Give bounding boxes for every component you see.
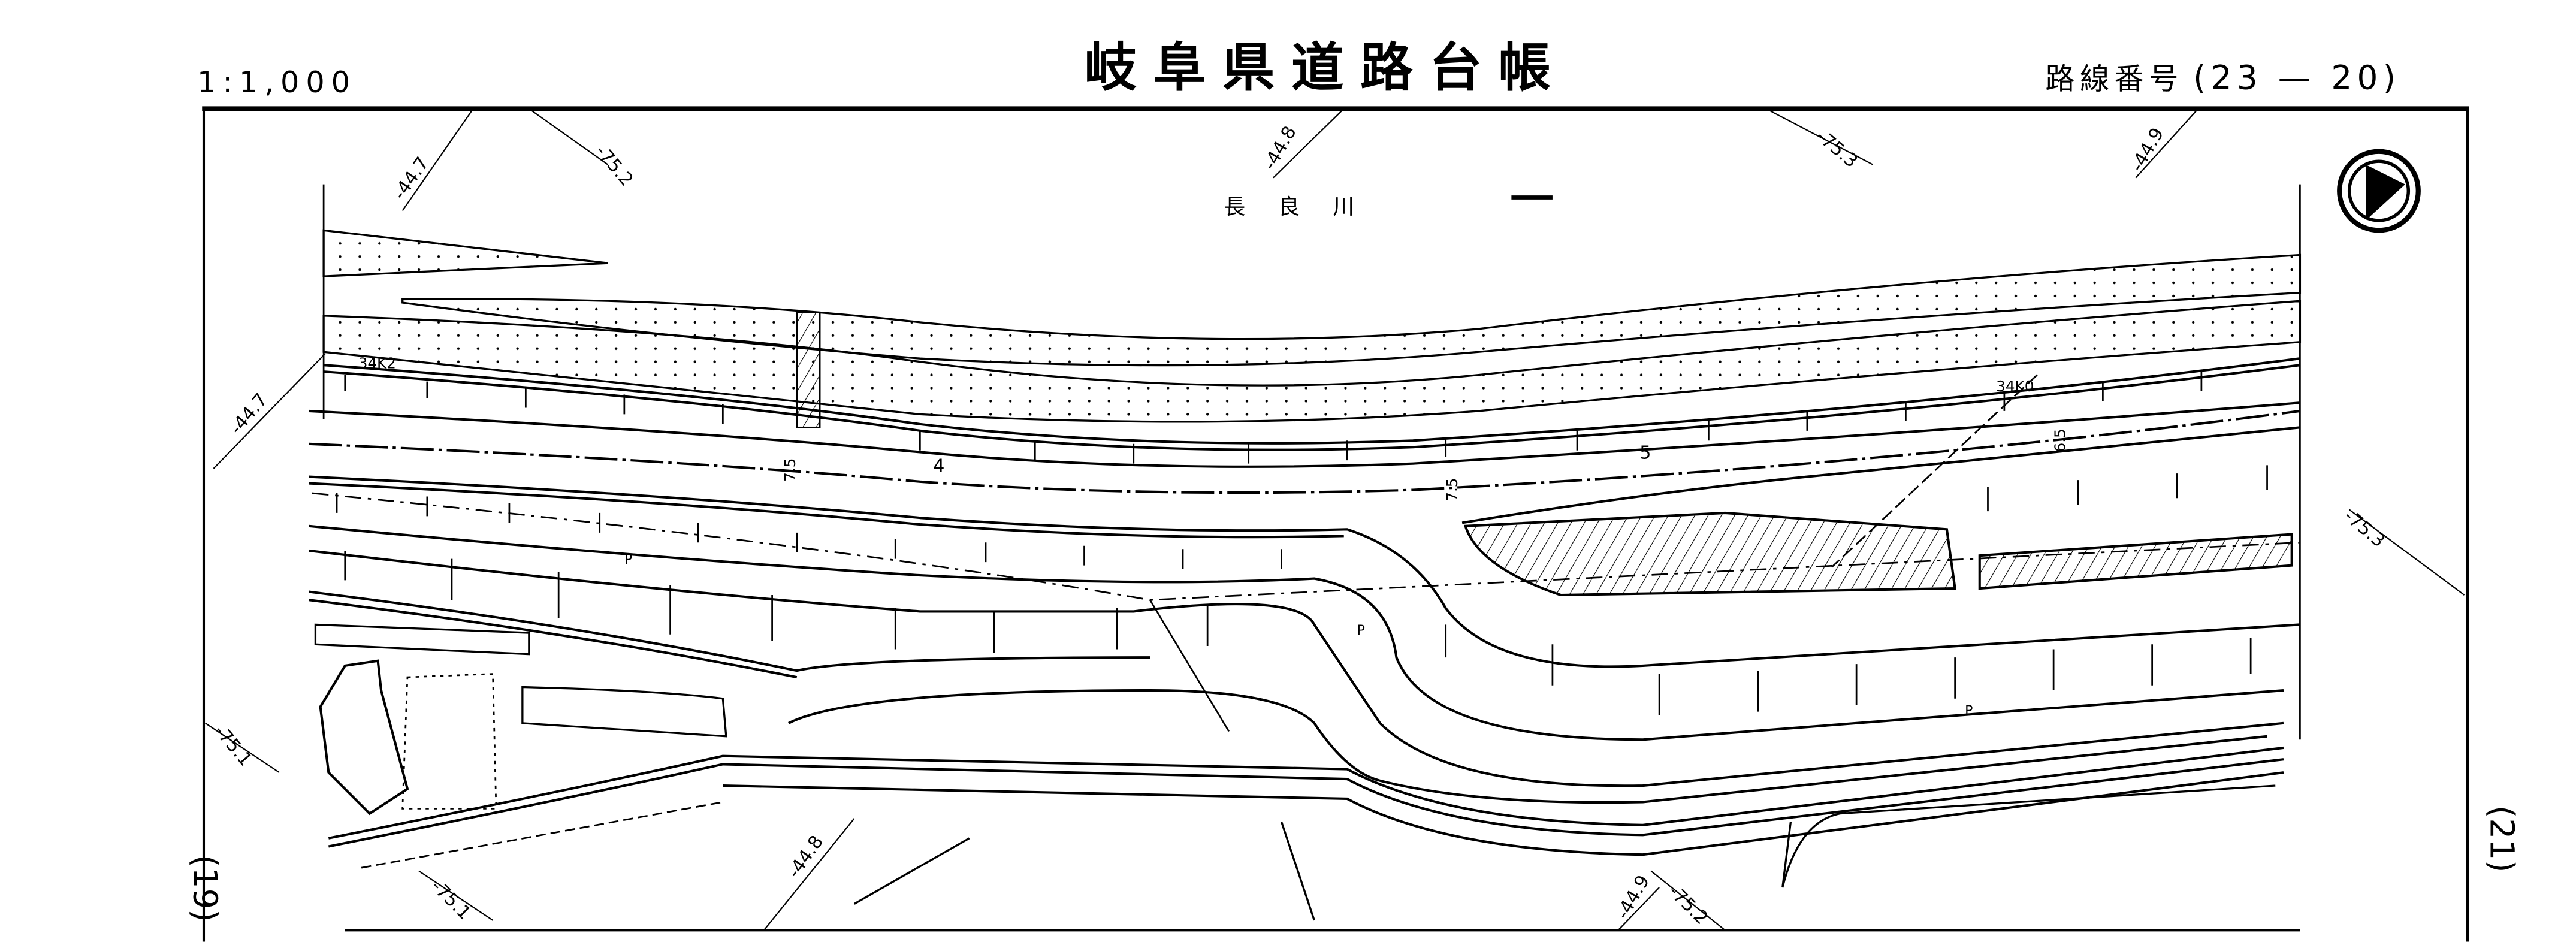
- scale-label: 1:1,000: [197, 65, 357, 99]
- road-edges: [309, 357, 2300, 856]
- width-label: 6.5: [2051, 428, 2068, 452]
- elevation-label: -75.2: [591, 141, 637, 190]
- boundary-line: [361, 801, 723, 869]
- hatched-area: [1463, 511, 1956, 597]
- elevation-label: -44.9: [1612, 872, 1654, 923]
- center-line: [312, 492, 2300, 601]
- width-label: 7.5: [781, 458, 799, 482]
- width-label: 7.5: [1443, 478, 1461, 502]
- hatched-area: [1978, 533, 2293, 590]
- parking-label: P: [624, 552, 632, 567]
- elevation-label: -44.7: [389, 153, 433, 204]
- parking-label: P: [1965, 704, 1973, 718]
- building-outline: [401, 673, 497, 810]
- station-label: 5: [1639, 442, 1651, 463]
- parking-label: P: [1357, 623, 1365, 638]
- elevation-label: -44.8: [784, 832, 828, 882]
- elevation-label: -44.8: [1259, 123, 1300, 174]
- boundary-line: [1831, 374, 2038, 568]
- elevation-labels: -44.7 -75.2 -44.8 -75.3 -44.9 -44.7 -75.…: [210, 123, 2388, 929]
- kilo-post-label: 34K2: [358, 355, 396, 372]
- elevation-label: -75.2: [1664, 881, 1712, 929]
- elevation-leader-lines: [205, 108, 2465, 931]
- river-name: 長 良 川: [1224, 195, 1367, 219]
- route-label: 路線番号: [2045, 62, 2183, 96]
- elevation-label: -75.3: [2340, 505, 2389, 551]
- riverbank-band: [322, 229, 608, 277]
- north-arrow-icon: [2337, 149, 2421, 233]
- lot-lines: [1280, 784, 2276, 921]
- building: [319, 659, 409, 816]
- riverbank-band: [401, 253, 2302, 367]
- page-title: 岐阜県道路台帳: [1085, 37, 1568, 98]
- elevation-label: -75.1: [210, 721, 256, 770]
- boundary-line: [1149, 599, 1230, 732]
- building: [314, 623, 530, 656]
- kilo-post-label: 34K0: [1996, 378, 2034, 395]
- previous-sheet-link[interactable]: (19): [186, 855, 225, 922]
- station-label: 4: [933, 455, 944, 476]
- elevation-label: -75.3: [1812, 126, 1861, 172]
- boundary-line: [853, 837, 970, 905]
- route-number: (23 — 20): [2193, 59, 2400, 97]
- building: [521, 686, 727, 738]
- next-sheet-link[interactable]: (21): [2483, 805, 2521, 873]
- slope-marks: [336, 372, 2268, 715]
- elevation-label: -75.1: [427, 876, 475, 924]
